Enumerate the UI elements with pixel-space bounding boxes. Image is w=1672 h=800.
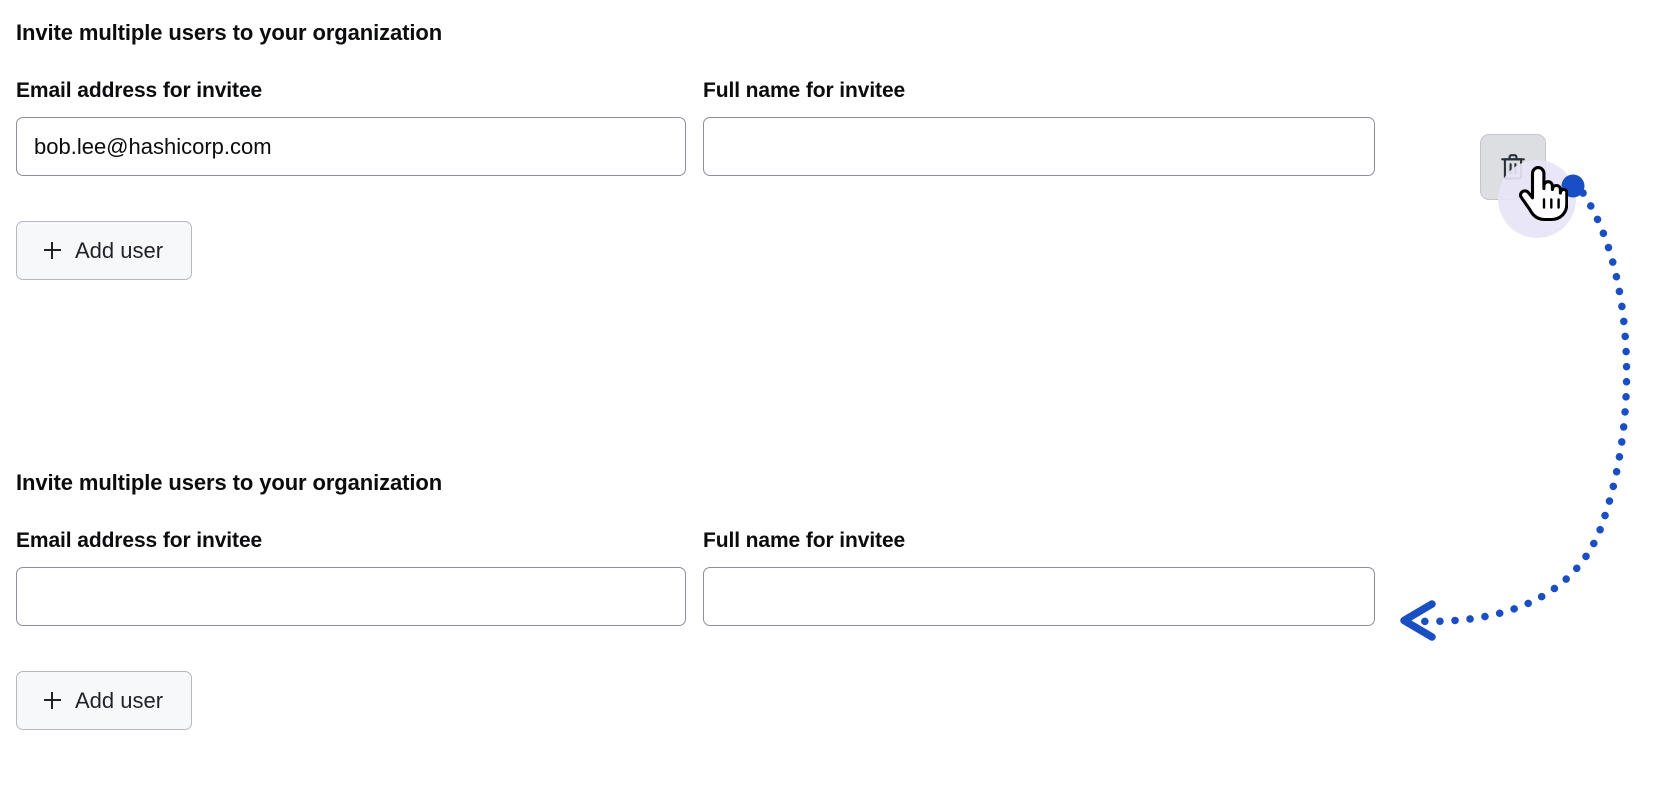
plus-icon-2 [44,692,61,709]
arrow-dotted-path [1408,189,1631,626]
fullname-input-2[interactable] [703,567,1375,626]
email-field-label-2: Email address for invitee [16,529,263,552]
page-title: Invite multiple users to your organizati… [16,20,443,45]
email-field-group-2: Email address for invitee [16,528,686,626]
fullname-field-group-2: Full name for invitee [703,528,1375,626]
arrow-head [1400,600,1436,641]
email-input-2[interactable] [16,567,686,626]
email-field-group: Email address for invitee [16,78,686,176]
add-user-button-2[interactable]: Add user [16,671,193,730]
fullname-field-group: Full name for invitee [703,78,1375,176]
fullname-field-label: Full name for invitee [703,79,906,102]
arrow-start-dot [1561,174,1585,198]
fullname-field-label-2: Full name for invitee [703,529,906,552]
delete-user-row-button[interactable] [1480,134,1546,200]
fullname-input[interactable] [703,117,1375,176]
add-user-button[interactable]: Add user [16,221,193,280]
plus-icon [44,242,61,259]
email-field-label: Email address for invitee [16,79,263,102]
add-user-button-label-2: Add user [75,687,164,713]
add-user-button-label: Add user [75,237,164,263]
page-title-2: Invite multiple users to your organizati… [16,470,443,495]
email-input[interactable] [16,117,686,176]
trash-icon [1500,153,1526,181]
